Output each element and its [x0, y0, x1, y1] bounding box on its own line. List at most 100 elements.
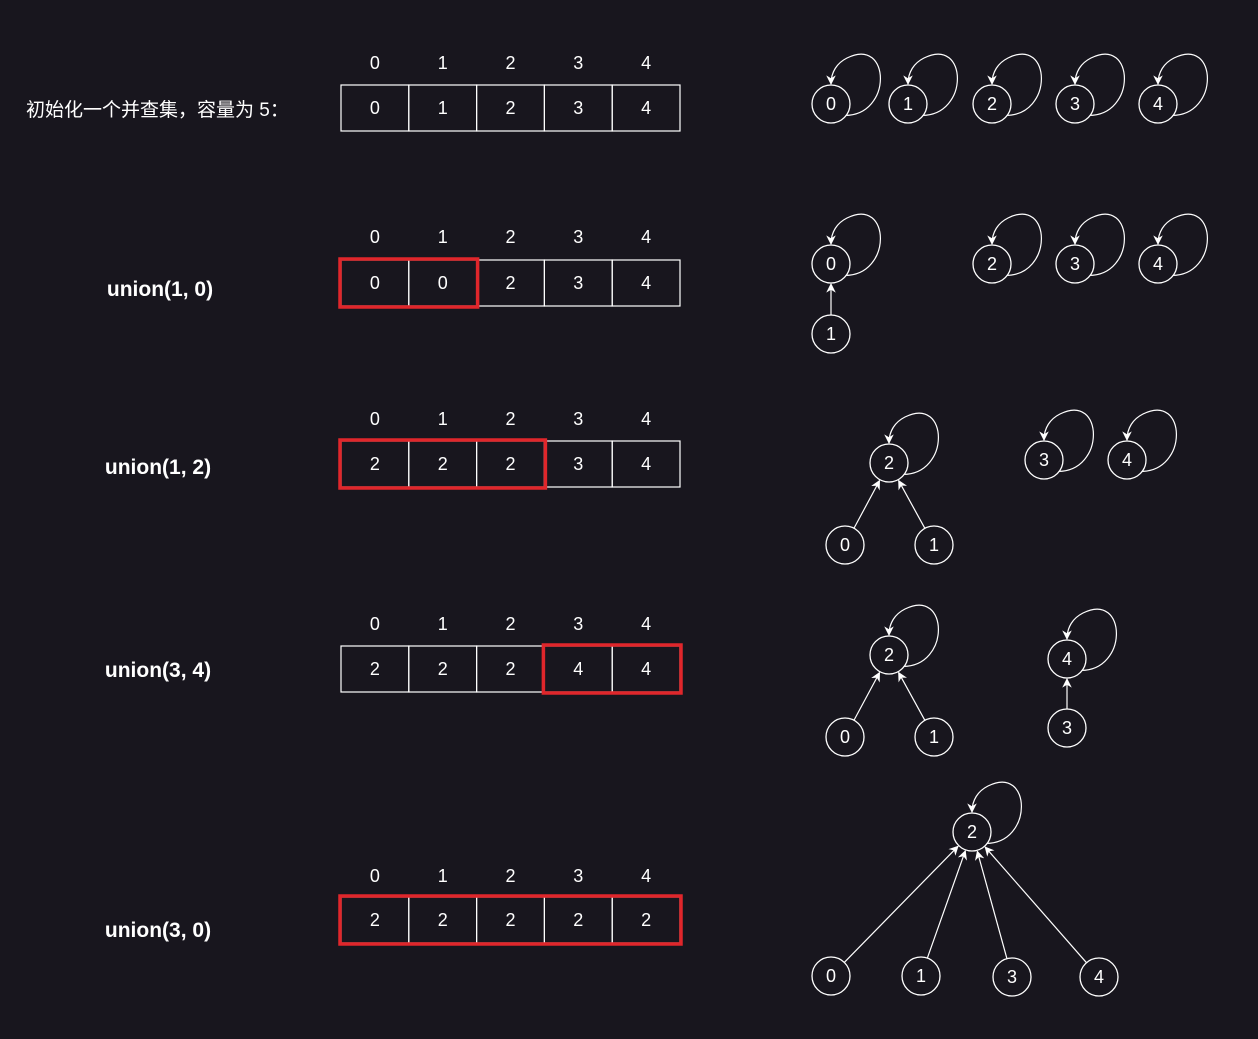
tree-node-label: 3 [1039, 450, 1049, 470]
parent-arrow [898, 671, 926, 721]
self-loop-arrow [884, 604, 940, 668]
tree-node [952, 812, 992, 852]
tree-node [1055, 84, 1095, 124]
tree-node [869, 635, 909, 675]
self-loop-arrow [1122, 409, 1178, 473]
self-loop-arrow [826, 213, 882, 277]
array-cell [611, 440, 681, 488]
array-index-label: 3 [573, 53, 583, 73]
self-loop-arrow [1153, 53, 1209, 117]
array-cell-value: 2 [573, 910, 583, 930]
array-cell-value: 2 [505, 273, 515, 293]
tree-node [1138, 244, 1178, 284]
tree-node-label: 4 [1153, 254, 1163, 274]
self-loop-arrow [826, 53, 882, 117]
tree-node-label: 1 [929, 535, 939, 555]
tree-node-label: 0 [840, 727, 850, 747]
parent-arrow [853, 671, 881, 721]
array-cell-value: 2 [505, 659, 515, 679]
tree-node [825, 717, 865, 757]
array-cell-value: 0 [370, 273, 380, 293]
tree-node-label: 3 [1007, 967, 1017, 987]
self-loop-arrow [903, 53, 959, 117]
parent-arrow [898, 479, 926, 529]
array-index-label: 1 [438, 866, 448, 886]
tree-node [914, 717, 954, 757]
array-index-label: 4 [641, 409, 651, 429]
tree-node [1138, 84, 1178, 124]
array-index-label: 4 [641, 53, 651, 73]
tree-node [914, 525, 954, 565]
tree-node [1079, 957, 1119, 997]
highlight-box [338, 257, 480, 309]
array-index-label: 0 [370, 227, 380, 247]
tree-node-label: 2 [884, 645, 894, 665]
step-label-union-1-0: union(1, 0) [107, 278, 213, 301]
array-cell-value: 0 [370, 98, 380, 118]
tree-node-label: 4 [1122, 450, 1132, 470]
array-index-label: 0 [370, 866, 380, 886]
intro-label: 初始化一个并查集，容量为 5： [26, 99, 289, 121]
array-cell-value: 1 [438, 98, 448, 118]
tree-node [869, 443, 909, 483]
tree-node-label: 3 [1070, 94, 1080, 114]
array-cell-value: 4 [641, 659, 651, 679]
array-index-label: 3 [573, 227, 583, 247]
step-label-union-3-0: union(3, 0) [105, 919, 211, 942]
array-index-label: 2 [505, 53, 515, 73]
tree-node-label: 3 [1070, 254, 1080, 274]
array-cell-value: 4 [641, 454, 651, 474]
array-index-label: 0 [370, 614, 380, 634]
array-cell-value: 2 [370, 659, 380, 679]
array-index-label: 3 [573, 866, 583, 886]
array-cell-value: 2 [438, 910, 448, 930]
array-cell-value: 3 [573, 454, 583, 474]
array-cell-value: 2 [370, 910, 380, 930]
array-cell-value: 4 [573, 659, 583, 679]
array-cell-value: 2 [641, 910, 651, 930]
array-cell-value: 0 [438, 273, 448, 293]
tree-node-label: 0 [826, 94, 836, 114]
tree-node [1107, 440, 1147, 480]
tree-node [811, 244, 851, 284]
array-cell [611, 259, 681, 307]
tree-node-label: 3 [1062, 718, 1072, 738]
tree-node-label: 2 [884, 453, 894, 473]
step-label-union-1-2: union(1, 2) [105, 456, 211, 479]
step-label-union-3-4: union(3, 4) [105, 659, 211, 682]
array-cell-value: 3 [573, 98, 583, 118]
self-loop-arrow [1070, 213, 1126, 277]
array-index-label: 4 [641, 227, 651, 247]
array-index-label: 1 [438, 409, 448, 429]
self-loop-arrow [1039, 409, 1095, 473]
array-index-label: 1 [438, 227, 448, 247]
parent-arrow [843, 845, 959, 963]
tree-node-label: 1 [929, 727, 939, 747]
tree-node [1047, 708, 1087, 748]
tree-node-label: 1 [916, 966, 926, 986]
tree-node-label: 1 [826, 324, 836, 344]
self-loop-arrow [1070, 53, 1126, 117]
array-index-label: 0 [370, 409, 380, 429]
array-cell-value: 2 [438, 659, 448, 679]
array-index-label: 2 [505, 409, 515, 429]
arrays-and-trees: 0 1 2 3 4 0 1 2 3 4 0 1 2 3 4 0 1 2 3 4 0 0 2 3 4 0 1 2 3 4 0 1 2 3 4 2 2 2 3 4… [338, 53, 1209, 997]
self-loop-arrow [967, 781, 1023, 845]
tree-node-label: 4 [1062, 649, 1072, 669]
highlight-box [338, 438, 548, 490]
parent-arrow [984, 846, 1087, 964]
array-cell-value: 2 [505, 98, 515, 118]
array-index-label: 3 [573, 614, 583, 634]
tree-node [1055, 244, 1095, 284]
array-cell-value: 4 [641, 98, 651, 118]
tree-node-label: 2 [987, 254, 997, 274]
array-index-label: 0 [370, 53, 380, 73]
tree-node-label: 4 [1153, 94, 1163, 114]
array-index-label: 2 [505, 227, 515, 247]
tree-node [1047, 639, 1087, 679]
tree-node [811, 84, 851, 124]
